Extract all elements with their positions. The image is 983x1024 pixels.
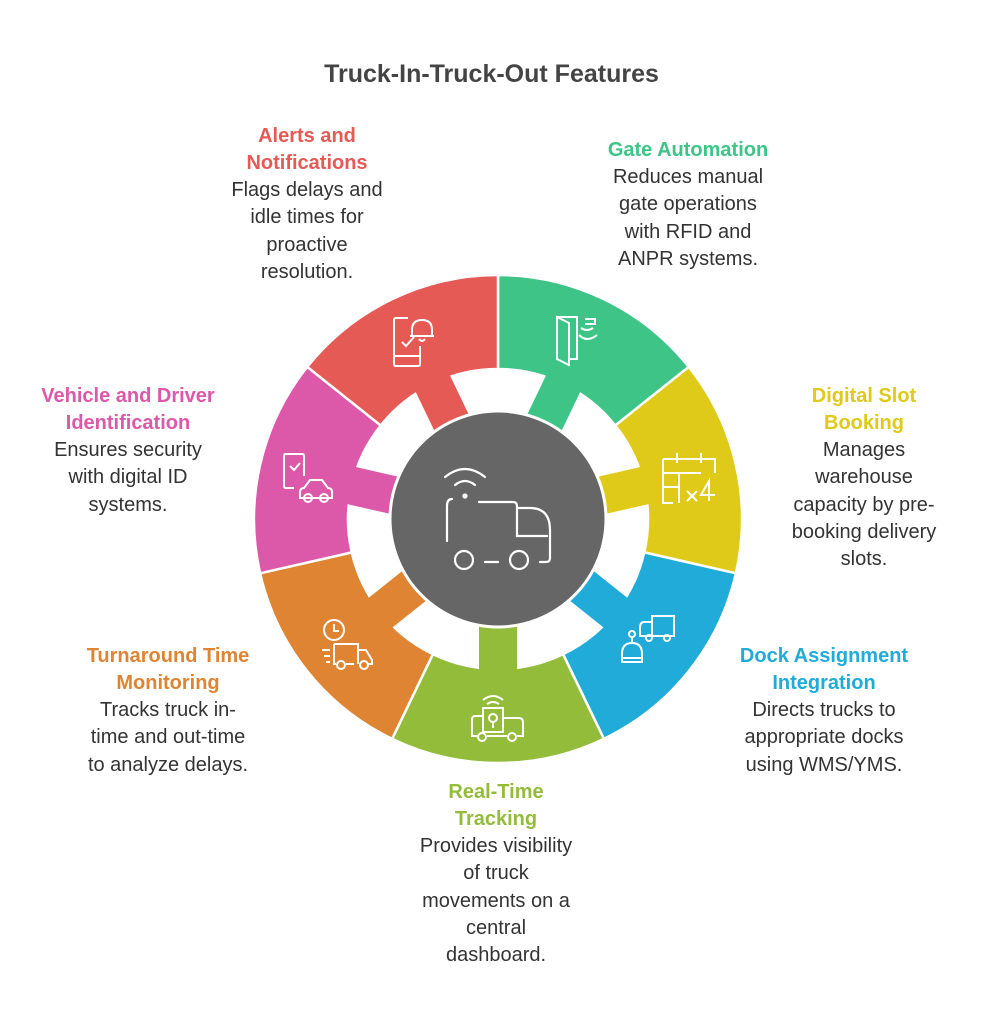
feature-description-line: resolution. bbox=[260, 260, 354, 283]
diagram-title: Truck-In-Truck-Out Features bbox=[324, 60, 659, 88]
feature-title: Gate Automation bbox=[568, 137, 808, 164]
feature-title-line: Vehicle and Driver bbox=[41, 385, 215, 407]
feature-description: Directs trucks to appropriate docks using … bbox=[704, 697, 944, 779]
feature-description-line: ANPR systems. bbox=[617, 247, 759, 270]
segment-alerts bbox=[305, 273, 500, 428]
feature-description: Provides visibility of truck movements on … bbox=[376, 833, 616, 969]
feature-description-line: Reduces manual bbox=[612, 166, 764, 188]
feature-description-line: warehouse bbox=[815, 466, 913, 489]
feature-description-line: of truck bbox=[463, 862, 529, 885]
feature-title-line: Turnaround Time bbox=[86, 645, 250, 667]
feature-description: Tracks truck in-time and out-time to anal… bbox=[48, 697, 288, 779]
feature-title-line: Dock Assignment bbox=[739, 645, 909, 667]
feature-title-line: Identification bbox=[65, 412, 191, 434]
feature-description-line: central bbox=[465, 916, 527, 939]
feature-title-line: Booking bbox=[824, 412, 904, 434]
feature-description-line: Directs trucks to bbox=[752, 699, 896, 721]
feature-description-line: Provides visibility bbox=[419, 835, 573, 857]
clock-truck-icon bbox=[322, 619, 373, 670]
feature-description-line: Ensures security bbox=[54, 439, 202, 461]
robot-truck-icon bbox=[621, 615, 675, 663]
feature-description: Reduces manual gate operations with RFID a… bbox=[568, 164, 808, 273]
center-hub bbox=[388, 409, 608, 629]
feature-description-line: movements on a bbox=[422, 889, 570, 912]
feature-title-line: Gate Automation bbox=[607, 139, 769, 161]
feature-title-line: Digital Slot bbox=[811, 385, 917, 407]
feature-description-line: to analyze delays. bbox=[87, 753, 249, 776]
feature-description: Manages warehouse capacity by pre-booking … bbox=[744, 437, 983, 573]
feature-description-line: booking delivery bbox=[791, 520, 937, 543]
feature-title-line: Real-Time bbox=[448, 781, 544, 803]
feature-description-line: using WMS/YMS. bbox=[745, 753, 903, 776]
segment-connector-tracking bbox=[479, 619, 517, 672]
feature-description-line: with digital ID bbox=[68, 466, 188, 489]
location-truck-icon bbox=[471, 695, 524, 742]
feature-title-line: Integration bbox=[772, 672, 876, 694]
feature-title-line: Monitoring bbox=[116, 672, 220, 694]
feature-description-line: gate operations bbox=[619, 193, 757, 216]
calendar-x4-icon bbox=[662, 453, 716, 504]
feature-description-line: systems. bbox=[88, 493, 168, 516]
feature-title-line: Alerts and bbox=[258, 125, 356, 147]
feature-description-line: idle times for bbox=[250, 206, 364, 229]
feature-title-line: Notifications bbox=[246, 152, 368, 174]
feature-description-line: with RFID and bbox=[624, 220, 752, 243]
smart-truck-icon bbox=[443, 467, 552, 571]
feature-description-line: time and out-time bbox=[90, 726, 246, 749]
feature-description: Ensures security with digital ID systems. bbox=[8, 437, 248, 519]
phone-bell-icon bbox=[393, 317, 434, 367]
feature-description-line: Tracks truck in- bbox=[100, 699, 236, 721]
feature-description-line: Manages bbox=[822, 439, 906, 461]
gate-sensor-icon bbox=[556, 315, 598, 367]
feature-description: Flags delays and idle times for proactive r… bbox=[187, 177, 427, 286]
feature-description-line: proactive bbox=[266, 233, 348, 256]
feature-description-line: dashboard. bbox=[445, 944, 547, 967]
feature-title-line: Tracking bbox=[454, 808, 538, 830]
feature-description-line: appropriate docks bbox=[744, 726, 904, 749]
feature-description-line: capacity by pre- bbox=[793, 493, 935, 516]
id-car-icon bbox=[283, 453, 333, 503]
feature-description-line: Flags delays and bbox=[231, 179, 383, 201]
feature-description-line: slots. bbox=[840, 548, 888, 571]
